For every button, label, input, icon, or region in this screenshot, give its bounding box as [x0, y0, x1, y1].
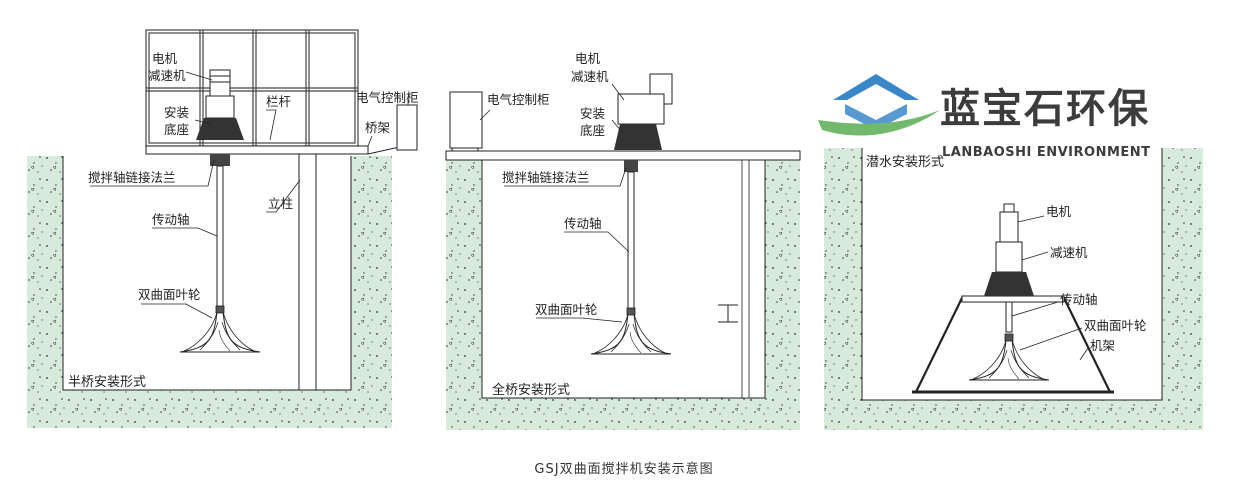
- label-shaft: 传动轴: [564, 216, 602, 231]
- panel-half-bridge: 电机 减速机 栏杆 电气控制柜 安装 底座 桥架 搅拌轴链接法兰 传动轴 立柱 …: [27, 29, 419, 428]
- panel-title: 全桥安装形式: [492, 382, 570, 398]
- brand-logo-icon: [818, 74, 940, 136]
- panel-full-bridge: 电机 减速机 电气控制柜 安装 底座 搅拌轴链接法兰 传动轴 双曲面叶轮 全桥安…: [445, 51, 801, 430]
- control-cabinet: [396, 104, 418, 151]
- motor: [209, 69, 231, 97]
- label-mount-1: 安装: [580, 106, 605, 121]
- brand-watermark: 蓝宝石环保 LANBAOSHI ENVIRONMENT: [818, 74, 1151, 160]
- impeller: [179, 305, 261, 353]
- impeller: [968, 333, 1050, 381]
- motor: [999, 211, 1019, 243]
- tank-wall: [446, 160, 800, 430]
- brand-name-cn: 蓝宝石环保: [940, 86, 1150, 132]
- label-railing: 栏杆: [266, 94, 292, 109]
- support-column: [298, 153, 317, 391]
- mount-base: [196, 118, 244, 140]
- label-flange: 搅拌轴链接法兰: [502, 170, 590, 185]
- label-shaft: 传动轴: [1060, 292, 1098, 307]
- label-column: 立柱: [268, 196, 293, 211]
- label-flange: 搅拌轴链接法兰: [88, 170, 176, 185]
- control-cabinet: [449, 91, 483, 149]
- label-control-cabinet: 电气控制柜: [356, 90, 419, 105]
- label-motor: 电机: [575, 51, 601, 66]
- label-impeller: 双曲面叶轮: [1084, 318, 1147, 333]
- label-shaft: 传动轴: [152, 212, 190, 227]
- bridge-deck: [445, 150, 801, 161]
- label-motor: 电机: [1046, 204, 1072, 219]
- label-mount-1: 安装: [164, 105, 189, 120]
- support-post: [741, 159, 750, 399]
- label-mount-2: 底座: [580, 123, 605, 138]
- label-frame: 机架: [1090, 338, 1115, 353]
- figure-caption: GSJ双曲面搅拌机安装示意图: [534, 462, 714, 477]
- label-bridge: 桥架: [365, 120, 390, 135]
- brand-name-en: LANBAOSHI ENVIRONMENT: [942, 145, 1151, 160]
- panel-title: 半桥安装形式: [68, 375, 146, 390]
- reducer: [205, 95, 235, 119]
- label-mount-2: 底座: [164, 122, 189, 137]
- label-impeller: 双曲面叶轮: [138, 287, 201, 302]
- label-reducer: 减速机: [1050, 245, 1088, 260]
- mount-base: [984, 272, 1034, 296]
- reducer: [617, 93, 665, 125]
- label-motor: 电机: [152, 51, 178, 66]
- label-impeller: 双曲面叶轮: [535, 302, 598, 317]
- panel-title: 潜水安装形式: [866, 155, 944, 170]
- mount-base: [614, 124, 662, 150]
- drive-shaft: [216, 165, 224, 317]
- bridge-deck: [145, 145, 369, 155]
- drive-shaft: [1005, 301, 1013, 333]
- drive-shaft: [627, 171, 635, 317]
- impeller: [590, 307, 672, 355]
- label-reducer: 减速机: [148, 68, 186, 83]
- label-reducer: 减速机: [571, 69, 609, 84]
- reducer: [995, 241, 1023, 273]
- label-control-cabinet: 电气控制柜: [487, 92, 550, 107]
- panel-submersible: 电机 减速机 传动轴 双曲面叶轮 机架 潜水安装形式: [824, 148, 1203, 430]
- tank-wall-left: [27, 156, 392, 428]
